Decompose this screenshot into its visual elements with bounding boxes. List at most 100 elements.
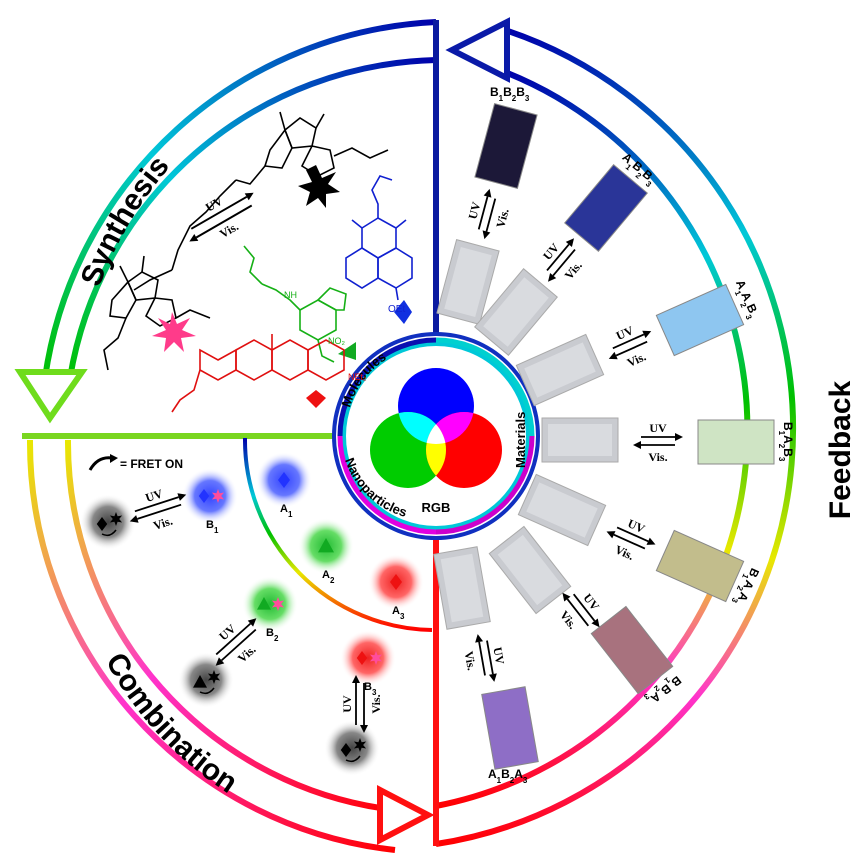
sample-5-switch-vis: Vis. [613,542,636,563]
np-off-3 [324,720,380,776]
np-pink-star [369,651,383,665]
np-triangle [193,675,207,688]
b1-switch: UV Vis. [129,486,187,533]
np-diamond [96,517,108,531]
sample-label-1: B1B2B3 [490,85,530,103]
nanoparticle-b1: B1 [182,468,238,535]
feedback-label: Feedback [824,380,857,519]
sample-label-5: B1A2A3 [730,565,762,609]
synthesis-label: Synthesis [75,150,176,291]
blue-diamond [394,300,412,324]
nbd-green [243,245,347,363]
combination-arrowhead [377,785,435,845]
np-triangle [257,597,271,610]
molecule-structures [103,111,413,413]
sample-colored [474,102,538,190]
np-diamond [356,651,368,665]
dithienylethene-top [133,111,389,291]
rgb-label: RGB [422,500,451,515]
nanoparticle-a2: A2 [298,518,354,585]
black-star [298,165,340,208]
red-diamond [306,390,326,408]
sample-2-switch-uv: UV [540,240,562,263]
green-triangle [338,342,356,360]
b1-switch-uv: UV [144,486,165,505]
no2-label: NO₂ [328,336,346,346]
sample-3-switch-uv: UV [614,323,636,343]
np-black-star [353,738,367,752]
np-triangle [318,538,334,553]
naphthalimide-blue [345,175,413,301]
synthesis-switch-arrows: UV Vis. [189,192,254,242]
sample-label-7: A1B2A3 [488,767,528,785]
sample-label-4: B1A2B3 [778,422,796,462]
center-badge: Molecules Materials Nanoparticles RGB [332,332,540,540]
nilered-red [171,334,345,413]
sample-7-switch-vis: Vis. [462,650,479,671]
sample-1-switch-uv: UV [465,200,483,221]
b3-switch-uv: UV [340,695,354,713]
sample-1-switch-vis: Vis. [493,207,512,229]
np-glow [242,576,298,632]
nanoparticle-a3: A3 [368,554,424,621]
sample-7-switch: UV Vis. [462,634,507,682]
np-off-2 [178,652,234,708]
sample-colored [564,164,648,252]
np-diamond [340,743,352,757]
quadrant-dividers [22,20,439,846]
dithienylethene-bottom [103,255,211,371]
sample-colored [697,419,775,465]
nanoparticle-a1: A1 [256,452,312,519]
np-glow [178,652,234,708]
feedback-arrowhead [445,17,510,83]
molecule-group-labels: OEt NEt₂ NH NO₂ [284,290,405,382]
sample-5-switch-uv: UV [626,516,648,536]
b3-switch-vis: Vis. [369,694,383,713]
synthesis-arrowhead [14,369,88,424]
np-off-1 [80,494,136,550]
pink-star [152,312,196,352]
b1-switch-vis: Vis. [152,514,175,533]
sample-7-switch-uv: UV [490,646,507,666]
sample-4-switch: UV Vis. [633,421,683,464]
sample-colored [481,686,539,770]
outer-cycle-ring [14,17,797,853]
sample-4-switch-vis: Vis. [648,450,667,464]
sample-colored [655,529,745,603]
np-diamond [198,489,210,503]
np-glow [182,468,238,524]
np-black-star [207,670,221,684]
np-glow [324,720,380,776]
np-glow [340,630,396,686]
sample-1-switch: UV Vis. [465,188,512,240]
oet-label: OEt [388,304,405,315]
fret-on-label: = FRET ON [120,457,183,471]
material-sample-4: UV Vis. B1A2B3 [541,417,796,465]
b3-switch: UV Vis. [340,675,383,733]
sample-colored [655,283,745,357]
sample-colored [590,605,674,695]
sample-6-switch-uv: UV [580,591,602,614]
nanoparticle-b3: B3 [340,630,396,697]
venn-cyan [398,412,446,444]
np-black-star [109,512,123,526]
sample-4-switch-uv: UV [649,421,667,435]
material-sample-7: UV Vis. A1B2A3 [433,546,539,785]
net2-label: NEt₂ [348,372,367,382]
material-sample-5: UV Vis. B1A2A3 [517,473,762,609]
sample-5-switch: UV Vis. [606,516,656,563]
np-diamond [390,574,402,590]
np-pink-star [211,489,225,503]
nanoparticle-b2: B2 [242,576,298,643]
b2-switch-uv: UV [216,621,238,643]
venn-magenta [426,412,474,444]
nh-label: NH [284,290,297,300]
